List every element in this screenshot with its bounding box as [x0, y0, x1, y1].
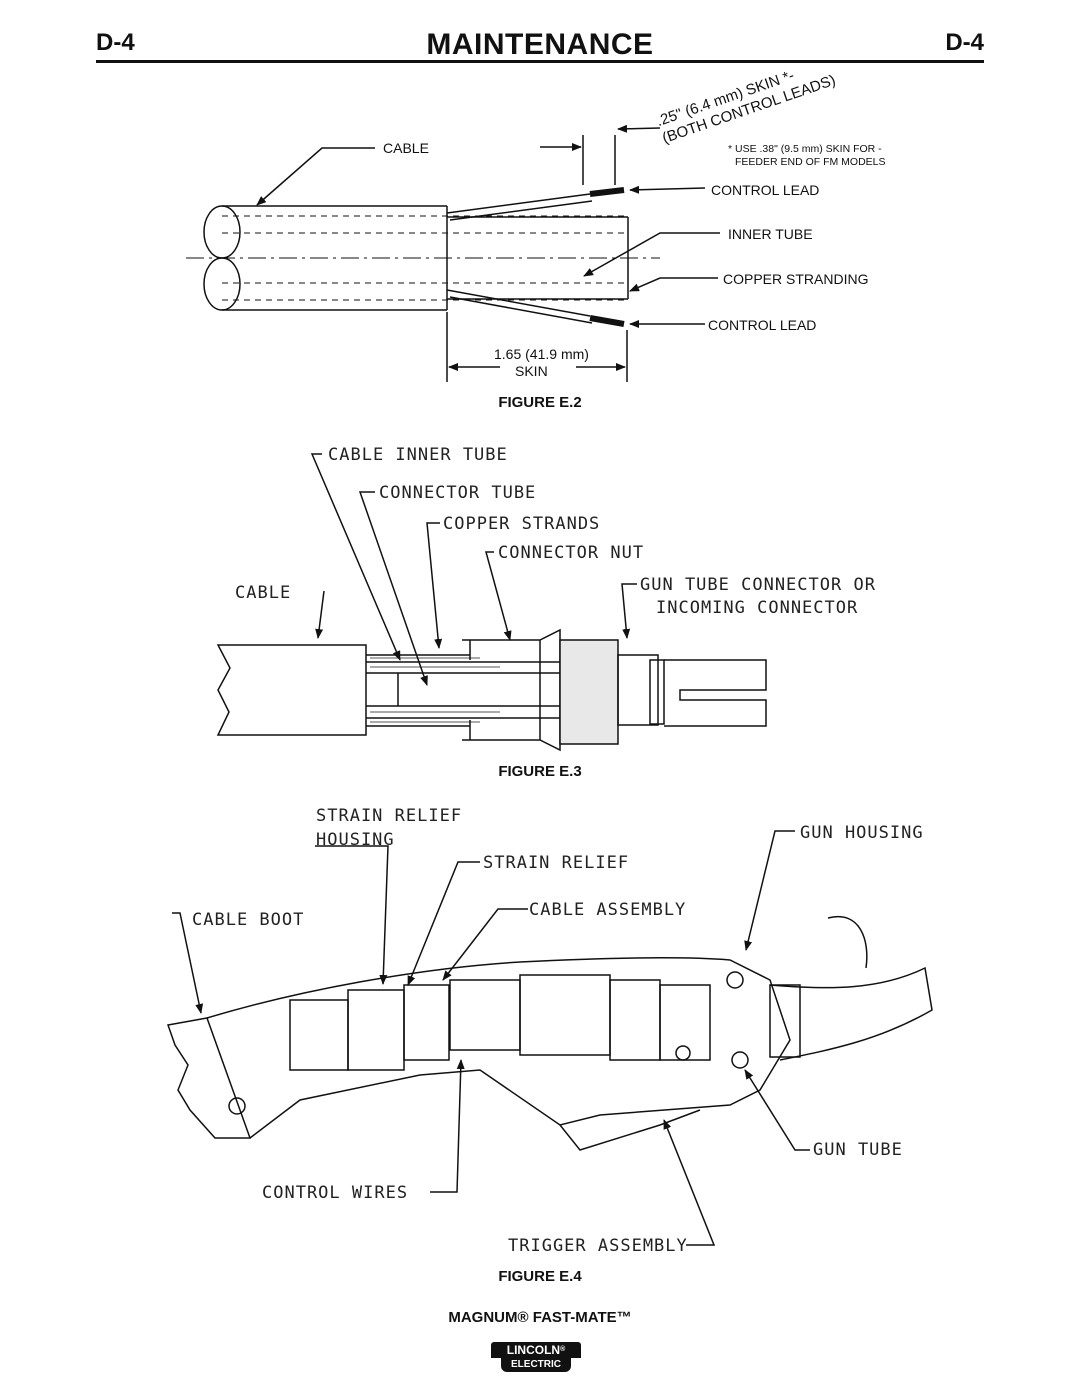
feeder-note-line-1: * USE .38" (9.5 mm) SKIN FOR -	[728, 143, 882, 155]
label-length-skin: SKIN	[515, 363, 548, 379]
label-inner-tube: INNER TUBE	[728, 226, 813, 242]
page-number-right: D-4	[945, 29, 984, 56]
label-cable-boot: CABLE BOOT	[192, 910, 305, 930]
label-strain-relief: STRAIN RELIEF	[483, 853, 630, 873]
label-control-lead-top: CONTROL LEAD	[711, 182, 820, 198]
figure-e3-drawing	[216, 628, 767, 752]
label-trigger-assembly: TRIGGER ASSEMBLY	[508, 1236, 688, 1256]
page-number-left: D-4	[96, 29, 135, 56]
label-gun-tube-connector-1: GUN TUBE CONNECTOR OR	[640, 575, 876, 595]
label-connector-nut: CONNECTOR NUT	[498, 543, 645, 563]
label-gun-tube-connector-2: INCOMING CONNECTOR	[656, 598, 859, 618]
label-control-wires: CONTROL WIRES	[262, 1183, 409, 1203]
label-copper-stranding: COPPER STRANDING	[723, 271, 869, 287]
figure-e3-leaders	[310, 453, 637, 686]
logo-registered: ®	[560, 1346, 566, 1353]
label-cable-assembly: CABLE ASSEMBLY	[529, 900, 687, 920]
figure-e4-caption: FIGURE E.4	[498, 1268, 582, 1285]
figure-e3-caption: FIGURE E.3	[498, 763, 582, 780]
header-rule	[96, 60, 984, 63]
feeder-note-line-2: FEEDER END OF FM MODELS	[735, 156, 886, 168]
page-title: MAINTENANCE	[426, 28, 654, 61]
logo-top: LINCOLN®	[491, 1342, 581, 1358]
label-cable-e3: CABLE	[235, 583, 292, 603]
label-gun-tube: GUN TUBE	[813, 1140, 903, 1160]
label-copper-strands: COPPER STRANDS	[443, 514, 601, 534]
label-cable: CABLE	[383, 140, 429, 156]
logo-bottom-text: ELECTRIC	[501, 1358, 571, 1372]
feeder-note: * USE .38" (9.5 mm) SKIN FOR - FEEDER EN…	[728, 143, 886, 169]
label-strain-relief-housing-1: STRAIN RELIEF	[316, 806, 463, 826]
logo-top-text: LINCOLN	[506, 1343, 561, 1357]
lincoln-electric-logo: LINCOLN® ELECTRIC	[491, 1342, 581, 1374]
label-connector-tube: CONNECTOR TUBE	[379, 483, 537, 503]
label-control-lead-bottom: CONTROL LEAD	[708, 317, 817, 333]
figure-e2-drawing	[186, 124, 720, 382]
label-length-value: 1.65 (41.9 mm)	[494, 346, 589, 362]
product-name: MAGNUM® FAST-MATE™	[448, 1309, 632, 1326]
figure-e4-drawing	[167, 830, 933, 1246]
label-cable-inner-tube: CABLE INNER TUBE	[328, 445, 508, 465]
figure-e2-caption: FIGURE E.2	[498, 394, 582, 411]
label-strain-relief-housing-2: HOUSING	[316, 830, 395, 850]
label-gun-housing: GUN HOUSING	[800, 823, 924, 843]
